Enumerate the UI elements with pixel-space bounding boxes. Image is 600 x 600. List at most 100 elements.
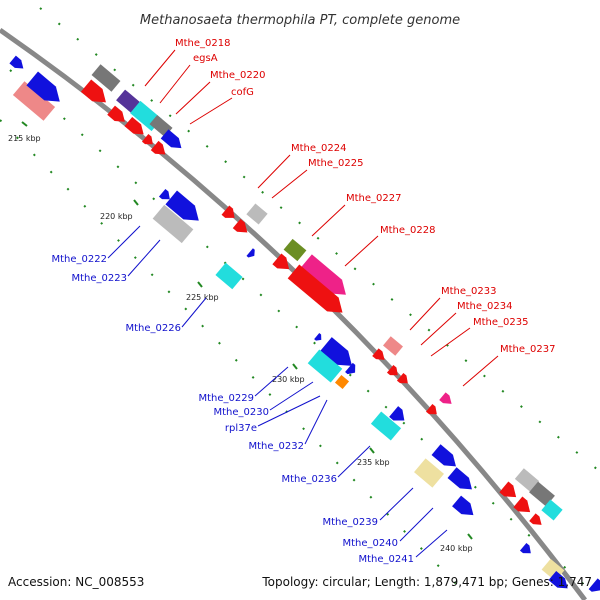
gene-blue-0219[interactable] <box>160 129 186 152</box>
gene-label-mthe-0229[interactable]: Mthe_0229 <box>199 393 255 404</box>
gene-gray-0242[interactable] <box>514 468 540 492</box>
kbp-label-220: 220 kbp <box>100 212 133 221</box>
gene-red-0233[interactable] <box>372 348 388 363</box>
gene-red-0242b[interactable] <box>513 496 534 517</box>
gene-mthe-0225[interactable] <box>246 203 268 225</box>
gene-red-0221b[interactable] <box>124 116 147 139</box>
gene-red-0224a[interactable] <box>158 188 173 203</box>
gene-blue-edge[interactable] <box>588 578 600 595</box>
gene-label-mthe-0226[interactable]: Mthe_0226 <box>126 323 182 334</box>
gene-label-mthe-0232[interactable]: Mthe_0232 <box>249 441 305 452</box>
gene-label-mthe-0237[interactable]: Mthe_0237 <box>500 344 556 355</box>
gene-blue-0245[interactable] <box>548 570 571 593</box>
gene-mthe-0236[interactable] <box>370 411 402 441</box>
gene-label-mthe-0227[interactable]: Mthe_0227 <box>346 193 402 204</box>
gene-features <box>9 55 600 595</box>
gene-label-mthe-0224[interactable]: Mthe_0224 <box>291 143 347 154</box>
gene-mthe-0229[interactable] <box>320 337 358 373</box>
gene-blue-215[interactable] <box>26 71 65 109</box>
gene-rpl37e[interactable] <box>334 374 350 390</box>
gene-label-mthe-0234[interactable]: Mthe_0234 <box>457 301 513 312</box>
gene-blue-0226[interactable] <box>246 248 257 260</box>
callout-line-mthe-0237 <box>462 355 499 387</box>
gene-mthe-0228[interactable] <box>300 254 351 301</box>
gene-label-mthe-0220[interactable]: Mthe_0220 <box>210 70 266 81</box>
gene-label-cofg[interactable]: cofG <box>231 87 254 98</box>
gene-label-mthe-0230[interactable]: Mthe_0230 <box>214 407 270 418</box>
gene-label-mthe-0225[interactable]: Mthe_0225 <box>308 158 364 169</box>
gene-mthe-0227[interactable] <box>283 238 307 262</box>
gene-label-mthe-0235[interactable]: Mthe_0235 <box>473 317 529 328</box>
callout-line-mthe-0234 <box>420 312 457 346</box>
gene-label-mthe-0223[interactable]: Mthe_0223 <box>72 273 128 284</box>
callout-line-mthe-0236 <box>337 445 371 478</box>
gene-label-mthe-0233[interactable]: Mthe_0233 <box>441 286 497 297</box>
gene-red-0237[interactable] <box>425 403 440 418</box>
gene-blue-0236[interactable] <box>389 406 409 426</box>
kbp-ticks <box>21 121 473 540</box>
accession-text: Accession: NC_008553 <box>8 575 144 589</box>
gene-red-0227a[interactable] <box>272 253 293 274</box>
gene-mthe-0214[interactable] <box>9 55 26 73</box>
gene-mthe-0222[interactable] <box>165 190 204 228</box>
gene-mthe-0229b[interactable] <box>314 333 324 343</box>
topology-text: Topology: circular; Length: 1,879,471 bp… <box>261 575 592 589</box>
gene-egsa[interactable] <box>80 79 111 109</box>
gene-mthe-0223[interactable] <box>152 204 194 244</box>
gene-mthe-0232[interactable] <box>345 362 359 377</box>
gene-label-mthe-0241[interactable]: Mthe_0241 <box>359 554 415 565</box>
gene-red-0243[interactable] <box>529 513 545 528</box>
callout-line-mthe-0241 <box>415 529 448 558</box>
gene-label-rpl37e[interactable]: rpl37e <box>225 423 257 434</box>
tick-235 <box>369 447 375 454</box>
gene-mthe-0233[interactable] <box>383 336 403 356</box>
gene-red-0222b[interactable] <box>150 140 169 159</box>
tick-230 <box>292 363 298 370</box>
gene-red-0222a[interactable] <box>141 133 156 148</box>
gene-label-egsa[interactable]: egsA <box>193 53 218 64</box>
backbone <box>0 27 587 600</box>
gene-red-0227b[interactable] <box>287 264 349 320</box>
plus-strand-labels: Mthe_0218 egsA Mthe_0220 cofG Mthe_0224 … <box>175 38 556 355</box>
callout-line-rpl37e <box>257 395 321 427</box>
map-title: Methanosaeta thermophila PT, complete ge… <box>140 13 460 28</box>
gene-blue-0244[interactable] <box>519 542 534 557</box>
gene-mthe-0218[interactable] <box>91 64 121 92</box>
callout-line-mthe-0218 <box>144 49 176 87</box>
gene-darkgray-0242[interactable] <box>529 481 555 507</box>
gene-mthe-0226[interactable] <box>215 262 243 290</box>
gene-mthe-0241[interactable] <box>452 495 478 521</box>
gene-pink-215[interactable] <box>12 81 56 121</box>
gene-label-mthe-0239[interactable]: Mthe_0239 <box>323 517 379 528</box>
gene-label-mthe-0236[interactable]: Mthe_0236 <box>282 474 338 485</box>
gene-mthe-0240[interactable] <box>447 467 477 494</box>
callout-lines <box>107 49 499 558</box>
callout-line-mthe-0235 <box>430 327 471 357</box>
gene-mthe-0234[interactable] <box>386 364 401 379</box>
gene-mthe-0224[interactable] <box>221 205 239 223</box>
gene-mthe-0235[interactable] <box>396 372 411 387</box>
callout-line-mthe-0228 <box>344 235 379 267</box>
gene-label-mthe-0222[interactable]: Mthe_0222 <box>52 254 108 265</box>
kbp-label-235: 235 kbp <box>357 458 390 467</box>
gene-red-0221[interactable] <box>107 105 129 127</box>
gene-mthe-0230[interactable] <box>307 349 343 383</box>
tick-220 <box>133 199 139 206</box>
gene-mthe-0239[interactable] <box>414 458 444 488</box>
gene-label-mthe-0240[interactable]: Mthe_0240 <box>343 538 399 549</box>
minus-strand-labels: Mthe_0222 Mthe_0223 Mthe_0226 Mthe_0229 … <box>52 254 415 565</box>
kbp-label-240: 240 kbp <box>440 544 473 553</box>
guide-track-inner-1 <box>0 119 471 599</box>
callout-line-cofg <box>189 97 233 125</box>
gene-red-0242a[interactable] <box>499 481 520 502</box>
kbp-labels: 215 kbp 220 kbp 225 kbp 230 kbp 235 kbp … <box>8 134 473 553</box>
callout-line-mthe-0239 <box>379 487 414 521</box>
gene-label-mthe-0218[interactable]: Mthe_0218 <box>175 38 231 49</box>
callout-line-mthe-0230 <box>269 381 314 411</box>
track-guides <box>0 7 599 599</box>
gene-red-0226[interactable] <box>232 218 251 237</box>
gene-mthe-0237[interactable] <box>439 392 455 407</box>
gene-label-mthe-0228[interactable]: Mthe_0228 <box>380 225 436 236</box>
gene-cyan-0243[interactable] <box>541 499 563 521</box>
gene-blue-0239[interactable] <box>431 444 461 471</box>
